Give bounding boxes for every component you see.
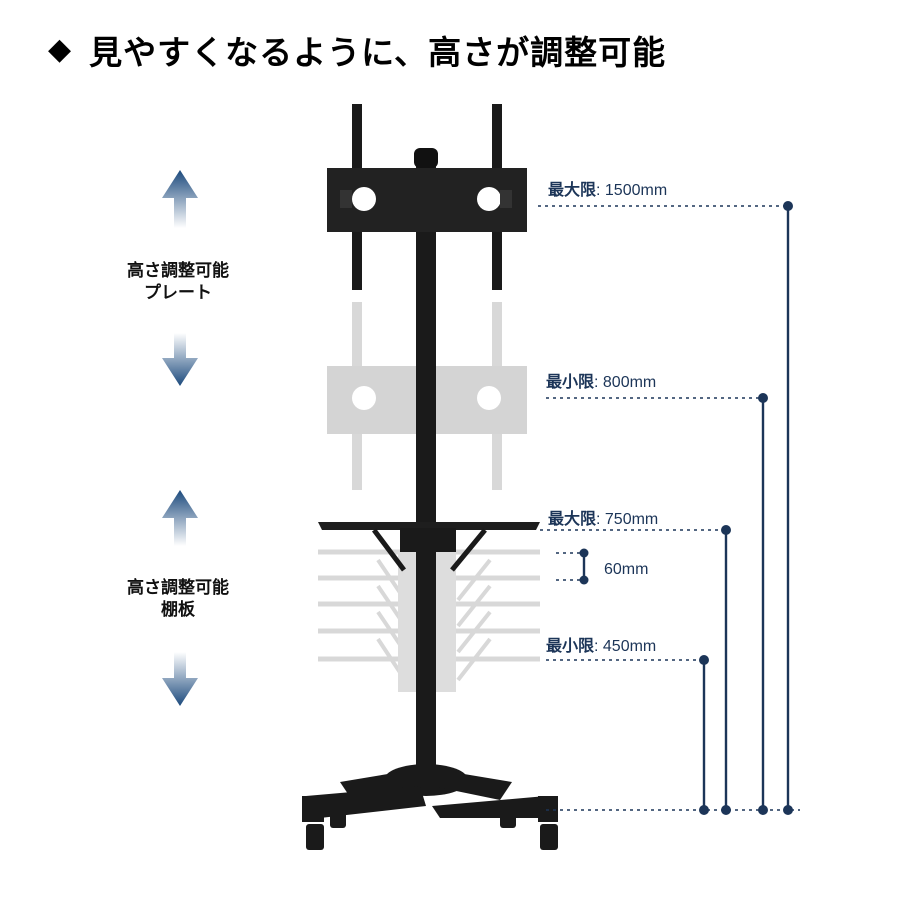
dimension-lines — [538, 201, 800, 815]
stand-pole — [414, 148, 438, 772]
ghost-shelves — [318, 549, 540, 692]
page-title: 見やすくなるように、高さが調整可能 — [89, 33, 667, 72]
plate-label-line2: プレート — [144, 282, 212, 303]
shelf-step-label: 60mm — [604, 561, 648, 578]
shelf-label-line1: 高さ調整可能 — [127, 577, 229, 598]
tv-mount-plate — [327, 104, 527, 290]
plate-max-label: 最大限: 1500mm — [548, 180, 667, 199]
plate-min-label: 最小限: 800mm — [546, 373, 656, 391]
shelf — [318, 522, 540, 572]
shelf-label-line2: 棚板 — [161, 599, 196, 620]
shelf-min-label: 最小限: 450mm — [546, 637, 656, 655]
shelf-up-arrow-icon — [162, 490, 198, 546]
diamond-bullet-icon: ◆ — [48, 32, 72, 67]
plate-up-arrow-icon — [162, 170, 198, 228]
heading: ◆ 見やすくなるように、高さが調整可能 — [48, 26, 666, 74]
plate-down-arrow-icon — [162, 333, 198, 386]
plate-label-line1: 高さ調整可能 — [127, 260, 229, 281]
shelf-max-label: 最大限: 750mm — [548, 509, 658, 528]
stand-base — [302, 764, 558, 850]
shelf-down-arrow-icon — [162, 652, 198, 706]
